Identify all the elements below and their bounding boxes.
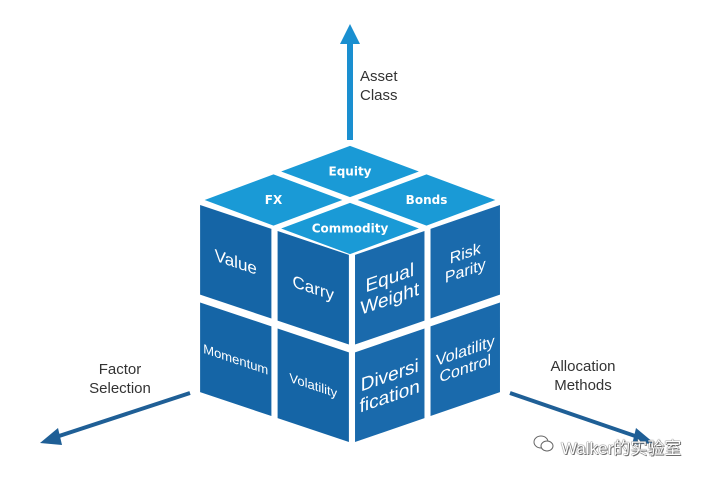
factor-selection-label-line2: Selection — [89, 380, 151, 397]
top-cell-commodity — [281, 202, 419, 255]
top-cell-equity — [281, 145, 419, 198]
left-cell-momentum — [200, 302, 272, 417]
right-cell-diversification — [355, 328, 425, 443]
wechat-icon — [533, 435, 555, 458]
factor-selection-label-line1: Factor — [98, 361, 142, 378]
factor-selection-arrow-shaft — [55, 391, 191, 439]
top-cell-commodity-label-line: Commodity — [312, 222, 389, 236]
allocation-methods-label-line1: Allocation — [550, 358, 616, 375]
allocation-methods-arrow-head — [632, 428, 654, 445]
left-cell-carry — [277, 230, 349, 345]
top-cell-commodity-label: Commodity — [312, 222, 389, 236]
right-cell-equal-weight — [355, 230, 425, 345]
right-cell-risk-parity — [430, 204, 500, 319]
top-cell-equity-label: Equity — [328, 165, 371, 179]
factor-selection-arrow — [40, 391, 191, 445]
asset-class-arrow-head — [340, 24, 360, 44]
top-cell-bonds-label-line: Bonds — [406, 193, 448, 207]
factor-selection-arrow-head — [40, 428, 62, 445]
allocation-methods-label-line2: Methods — [554, 377, 612, 394]
allocation-methods-arrow — [509, 391, 654, 445]
allocation-methods-label: Allocation Methods — [533, 357, 633, 395]
top-cell-bonds — [357, 174, 496, 226]
top-cell-fx-label: FX — [265, 193, 283, 207]
allocation-methods-arrow-shaft — [509, 391, 639, 439]
asset-class-label: Asset Class — [360, 67, 416, 105]
asset-class-label-line2: Class — [360, 87, 398, 104]
top-cell-bonds-label: Bonds — [406, 193, 448, 207]
left-cell-value — [200, 204, 272, 319]
right-cell-volatility-control — [430, 302, 500, 417]
asset-class-arrow — [340, 24, 360, 140]
asset-class-label-line1: Asset — [360, 68, 398, 85]
top-cell-equity-label-line: Equity — [328, 165, 371, 179]
factor-selection-label: Factor Selection — [70, 360, 170, 398]
left-cell-volatility — [277, 328, 349, 443]
top-cell-fx-label-line: FX — [265, 193, 283, 207]
watermark: Walker的实验室 — [533, 434, 681, 459]
watermark-text: Walker的实验室 — [561, 439, 682, 458]
top-cell-fx — [204, 174, 343, 226]
